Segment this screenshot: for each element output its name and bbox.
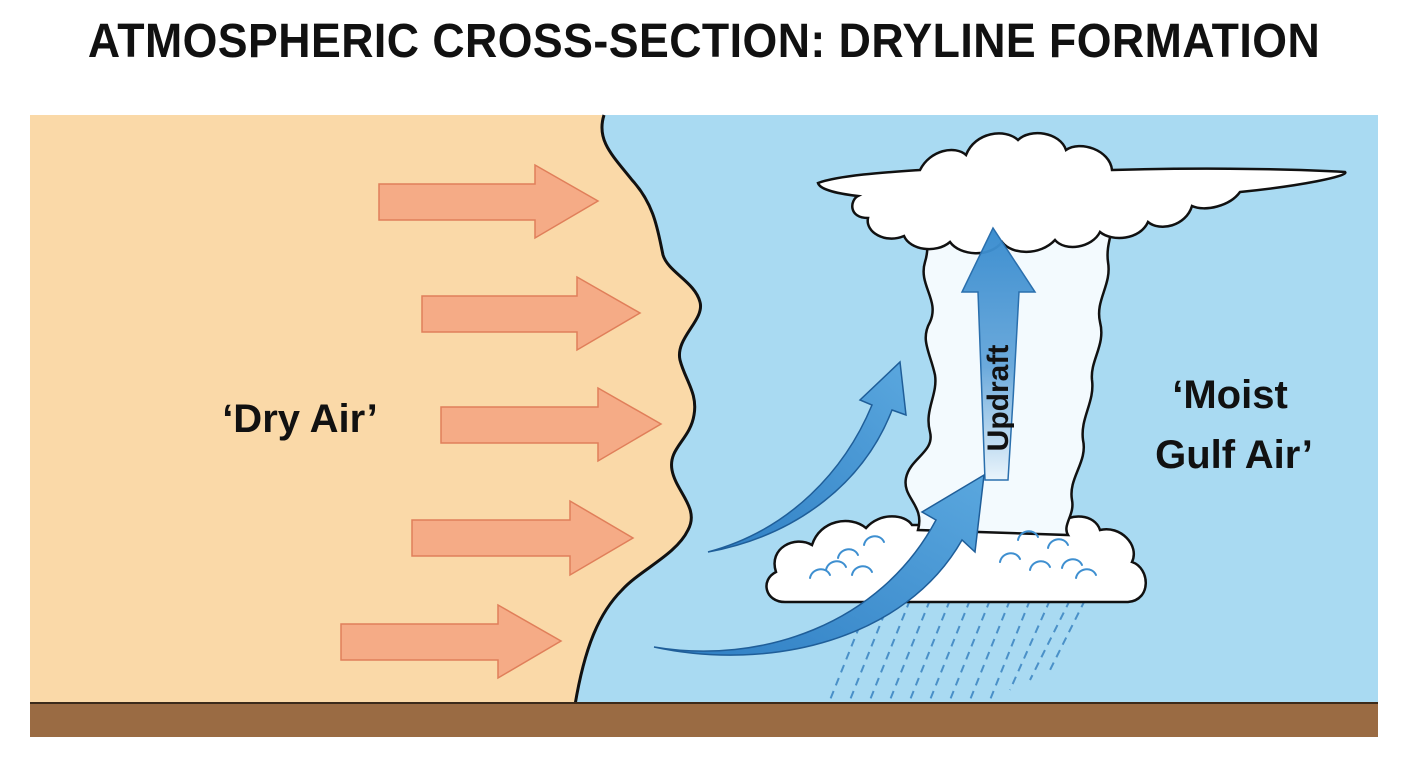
cloud-base	[765, 515, 1147, 604]
right-arrow-icon	[411, 499, 635, 577]
right-arrow-icon	[378, 163, 600, 240]
right-arrow-icon	[340, 603, 563, 680]
dry-air-label: ‘Dry Air’	[222, 397, 378, 441]
moist-air-label-line2: Gulf Air’	[1155, 433, 1313, 477]
right-arrow-icon	[421, 275, 642, 352]
ground-strip	[30, 703, 1378, 737]
moist-air-label-line1: ‘Moist	[1172, 373, 1288, 417]
cloud-puffs	[809, 530, 1097, 579]
curved-up-arrow-icon	[707, 360, 907, 553]
updraft-label: Updraft	[982, 345, 1015, 452]
cloud-anvil	[816, 132, 1347, 255]
dry-air-region	[30, 115, 701, 705]
dry-wind-arrows	[340, 163, 663, 680]
page-title: ATMOSPHERIC CROSS-SECTION: DRYLINE FORMA…	[87, 15, 1321, 68]
right-arrow-icon	[440, 386, 663, 463]
curved-up-arrow-icon	[653, 473, 985, 656]
dryline-boundary	[573, 114, 702, 706]
curved-up-arrow-icon	[960, 226, 1037, 481]
